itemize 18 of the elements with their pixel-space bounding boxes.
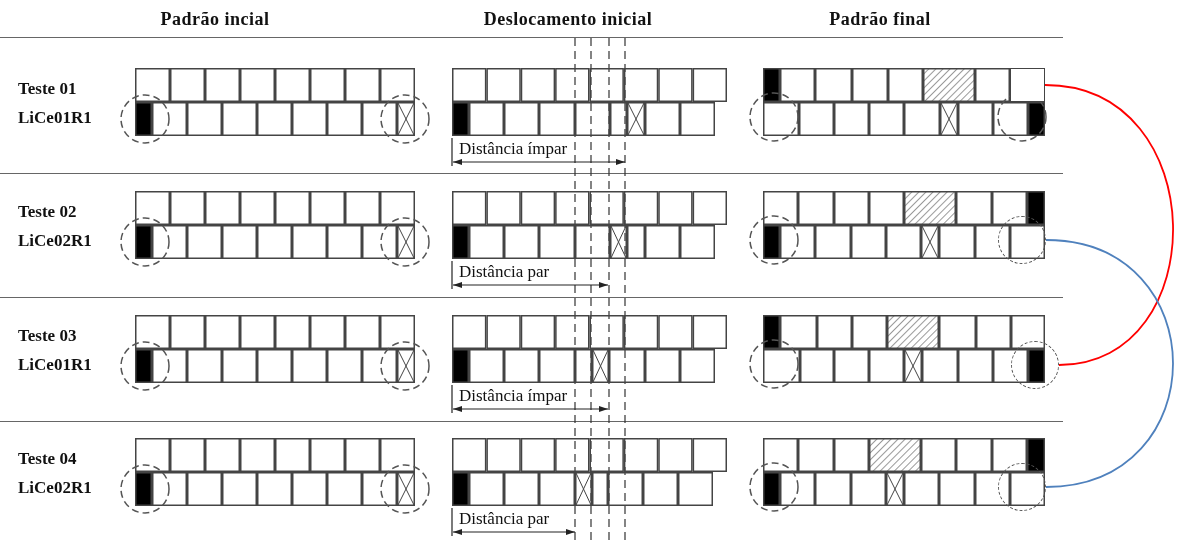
specimen-code: LiCe01R1 — [18, 108, 92, 128]
specimen-code: LiCe01R1 — [18, 355, 92, 375]
brick — [1010, 68, 1045, 102]
dimension-label: Distância par — [457, 509, 552, 528]
connector-curve — [1044, 84, 1174, 366]
test-label: Teste 03 — [18, 326, 77, 346]
column-heading: Padrão final — [829, 9, 931, 29]
specimen-code: LiCe02R1 — [18, 478, 92, 498]
specimen-code: LiCe02R1 — [18, 231, 92, 251]
connector-curve — [1045, 239, 1174, 488]
column-heading: Padrão incial — [160, 9, 270, 29]
column-heading: Deslocamento inicial — [483, 9, 653, 29]
dimension-label: Distância ímpar — [457, 386, 570, 405]
dimension-label: Distância ímpar — [457, 139, 570, 158]
test-label: Teste 01 — [18, 79, 77, 99]
test-label: Teste 04 — [18, 449, 77, 469]
dimension-label: Distância par — [457, 262, 552, 281]
test-label: Teste 02 — [18, 202, 77, 222]
